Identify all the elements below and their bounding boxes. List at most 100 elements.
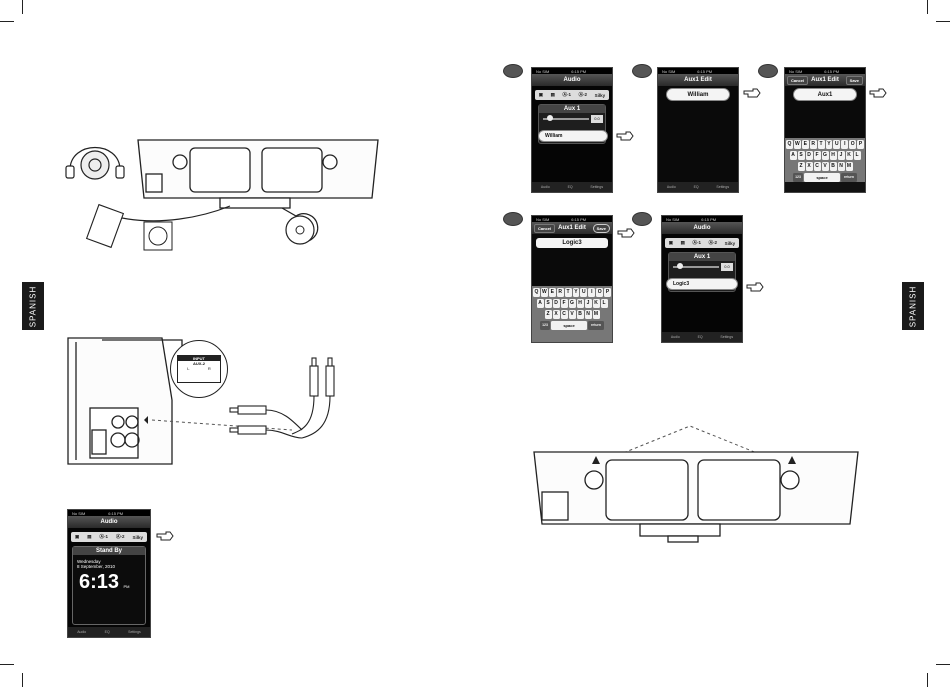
tab-settings[interactable]: Settings [720,335,734,339]
key-n[interactable]: N [584,310,592,319]
source-row[interactable]: ▣ ▤ Ⓐ-1 Ⓐ-2 Silky [665,238,739,248]
name-field[interactable]: Logic3 [536,238,608,248]
key-b[interactable]: B [829,162,837,171]
key-w[interactable]: W [793,140,801,149]
key-j[interactable]: J [584,299,592,308]
key-s[interactable]: S [797,151,805,160]
dock-source-icon[interactable]: ▣ [74,534,80,539]
volume-slider[interactable] [673,266,719,268]
name-field[interactable]: William [666,88,730,101]
cancel-button[interactable]: Cancel [787,76,809,85]
key-z[interactable]: Z [544,310,552,319]
aux-entry-pill[interactable]: William [538,130,608,142]
key-k[interactable]: K [845,151,853,160]
aux1-source[interactable]: Ⓐ-1 [562,92,571,97]
key-e[interactable]: E [548,288,556,297]
aux-entry-pill[interactable]: Logic3 [666,278,738,290]
key-i[interactable]: I [588,288,596,297]
aux2-source[interactable]: Ⓐ-2 [115,534,125,539]
key-n[interactable]: N [837,162,845,171]
key-q[interactable]: Q [785,140,793,149]
tab-eq[interactable]: EQ [104,630,110,634]
key-h[interactable]: H [829,151,837,160]
key-q[interactable]: Q [532,288,540,297]
key-t[interactable]: T [817,140,825,149]
key-g[interactable]: G [568,299,576,308]
key-v[interactable]: V [568,310,576,319]
key-d[interactable]: D [552,299,560,308]
key-b[interactable]: B [576,310,584,319]
aux1-source[interactable]: Ⓐ-1 [692,240,701,245]
aux2-source[interactable]: Ⓐ-2 [578,92,588,97]
tab-audio[interactable]: Audio [670,335,680,339]
key-y[interactable]: Y [825,140,833,149]
source-row[interactable]: ▣ ▤ Ⓐ-1 Ⓐ-2 Silky [535,90,609,100]
aux2-source[interactable]: Ⓐ-2 [708,240,718,245]
silky-source[interactable]: Silky [132,534,143,540]
slider-thumb[interactable] [677,263,683,269]
save-button[interactable]: Save [845,76,863,85]
cancel-button[interactable]: Cancel [534,224,556,233]
tab-eq[interactable]: EQ [567,185,573,189]
key-c[interactable]: C [813,162,821,171]
dock-source-icon[interactable]: ▣ [668,240,674,245]
radio-source-icon[interactable]: ▤ [680,240,685,245]
key-r[interactable]: R [809,140,817,149]
key-v[interactable]: V [821,162,829,171]
numeric-key[interactable]: 123 [540,321,550,330]
key-l[interactable]: L [853,151,861,160]
key-x[interactable]: X [805,162,813,171]
aux1-source[interactable]: Ⓐ-1 [99,534,108,539]
tab-audio[interactable]: Audio [666,185,676,189]
key-g[interactable]: G [821,151,829,160]
key-y[interactable]: Y [572,288,580,297]
key-j[interactable]: J [837,151,845,160]
key-o[interactable]: O [596,288,604,297]
key-a[interactable]: A [536,299,544,308]
key-u[interactable]: U [833,140,841,149]
key-s[interactable]: S [544,299,552,308]
return-key[interactable]: return [588,321,604,330]
slider-thumb[interactable] [547,115,553,121]
key-t[interactable]: T [564,288,572,297]
name-field[interactable]: Aux1 [793,88,857,101]
source-row[interactable]: ▣ ▤ Ⓐ-1 Ⓐ-2 Silky [71,532,147,542]
silky-source[interactable]: Silky [594,92,606,98]
key-f[interactable]: F [560,299,568,308]
volume-slider[interactable] [543,118,589,120]
key-u[interactable]: U [580,288,588,297]
key-e[interactable]: E [801,140,809,149]
key-d[interactable]: D [805,151,813,160]
key-c[interactable]: C [560,310,568,319]
key-o[interactable]: O [849,140,857,149]
numeric-key[interactable]: 123 [793,173,803,182]
tab-settings[interactable]: Settings [590,185,604,189]
tab-settings[interactable]: Settings [128,630,141,634]
space-key[interactable]: space [551,321,587,330]
key-k[interactable]: K [592,299,600,308]
key-w[interactable]: W [540,288,548,297]
key-r[interactable]: R [556,288,564,297]
key-p[interactable]: P [857,140,865,149]
save-button[interactable]: Save [592,224,610,233]
return-key[interactable]: return [841,173,857,182]
key-m[interactable]: M [845,162,853,171]
key-f[interactable]: F [813,151,821,160]
radio-source-icon[interactable]: ▤ [87,534,92,539]
tab-audio[interactable]: Audio [77,630,87,634]
space-key[interactable]: space [804,173,840,182]
dock-source-icon[interactable]: ▣ [538,92,544,97]
key-z[interactable]: Z [797,162,805,171]
key-h[interactable]: H [576,299,584,308]
key-x[interactable]: X [552,310,560,319]
key-i[interactable]: I [841,140,849,149]
key-a[interactable]: A [789,151,797,160]
tab-eq[interactable]: EQ [693,185,699,189]
key-p[interactable]: P [604,288,612,297]
key-l[interactable]: L [600,299,608,308]
silky-source[interactable]: Silky [724,240,736,246]
tab-eq[interactable]: EQ [697,335,703,339]
tab-audio[interactable]: Audio [540,185,550,189]
tab-settings[interactable]: Settings [716,185,730,189]
key-m[interactable]: M [592,310,600,319]
